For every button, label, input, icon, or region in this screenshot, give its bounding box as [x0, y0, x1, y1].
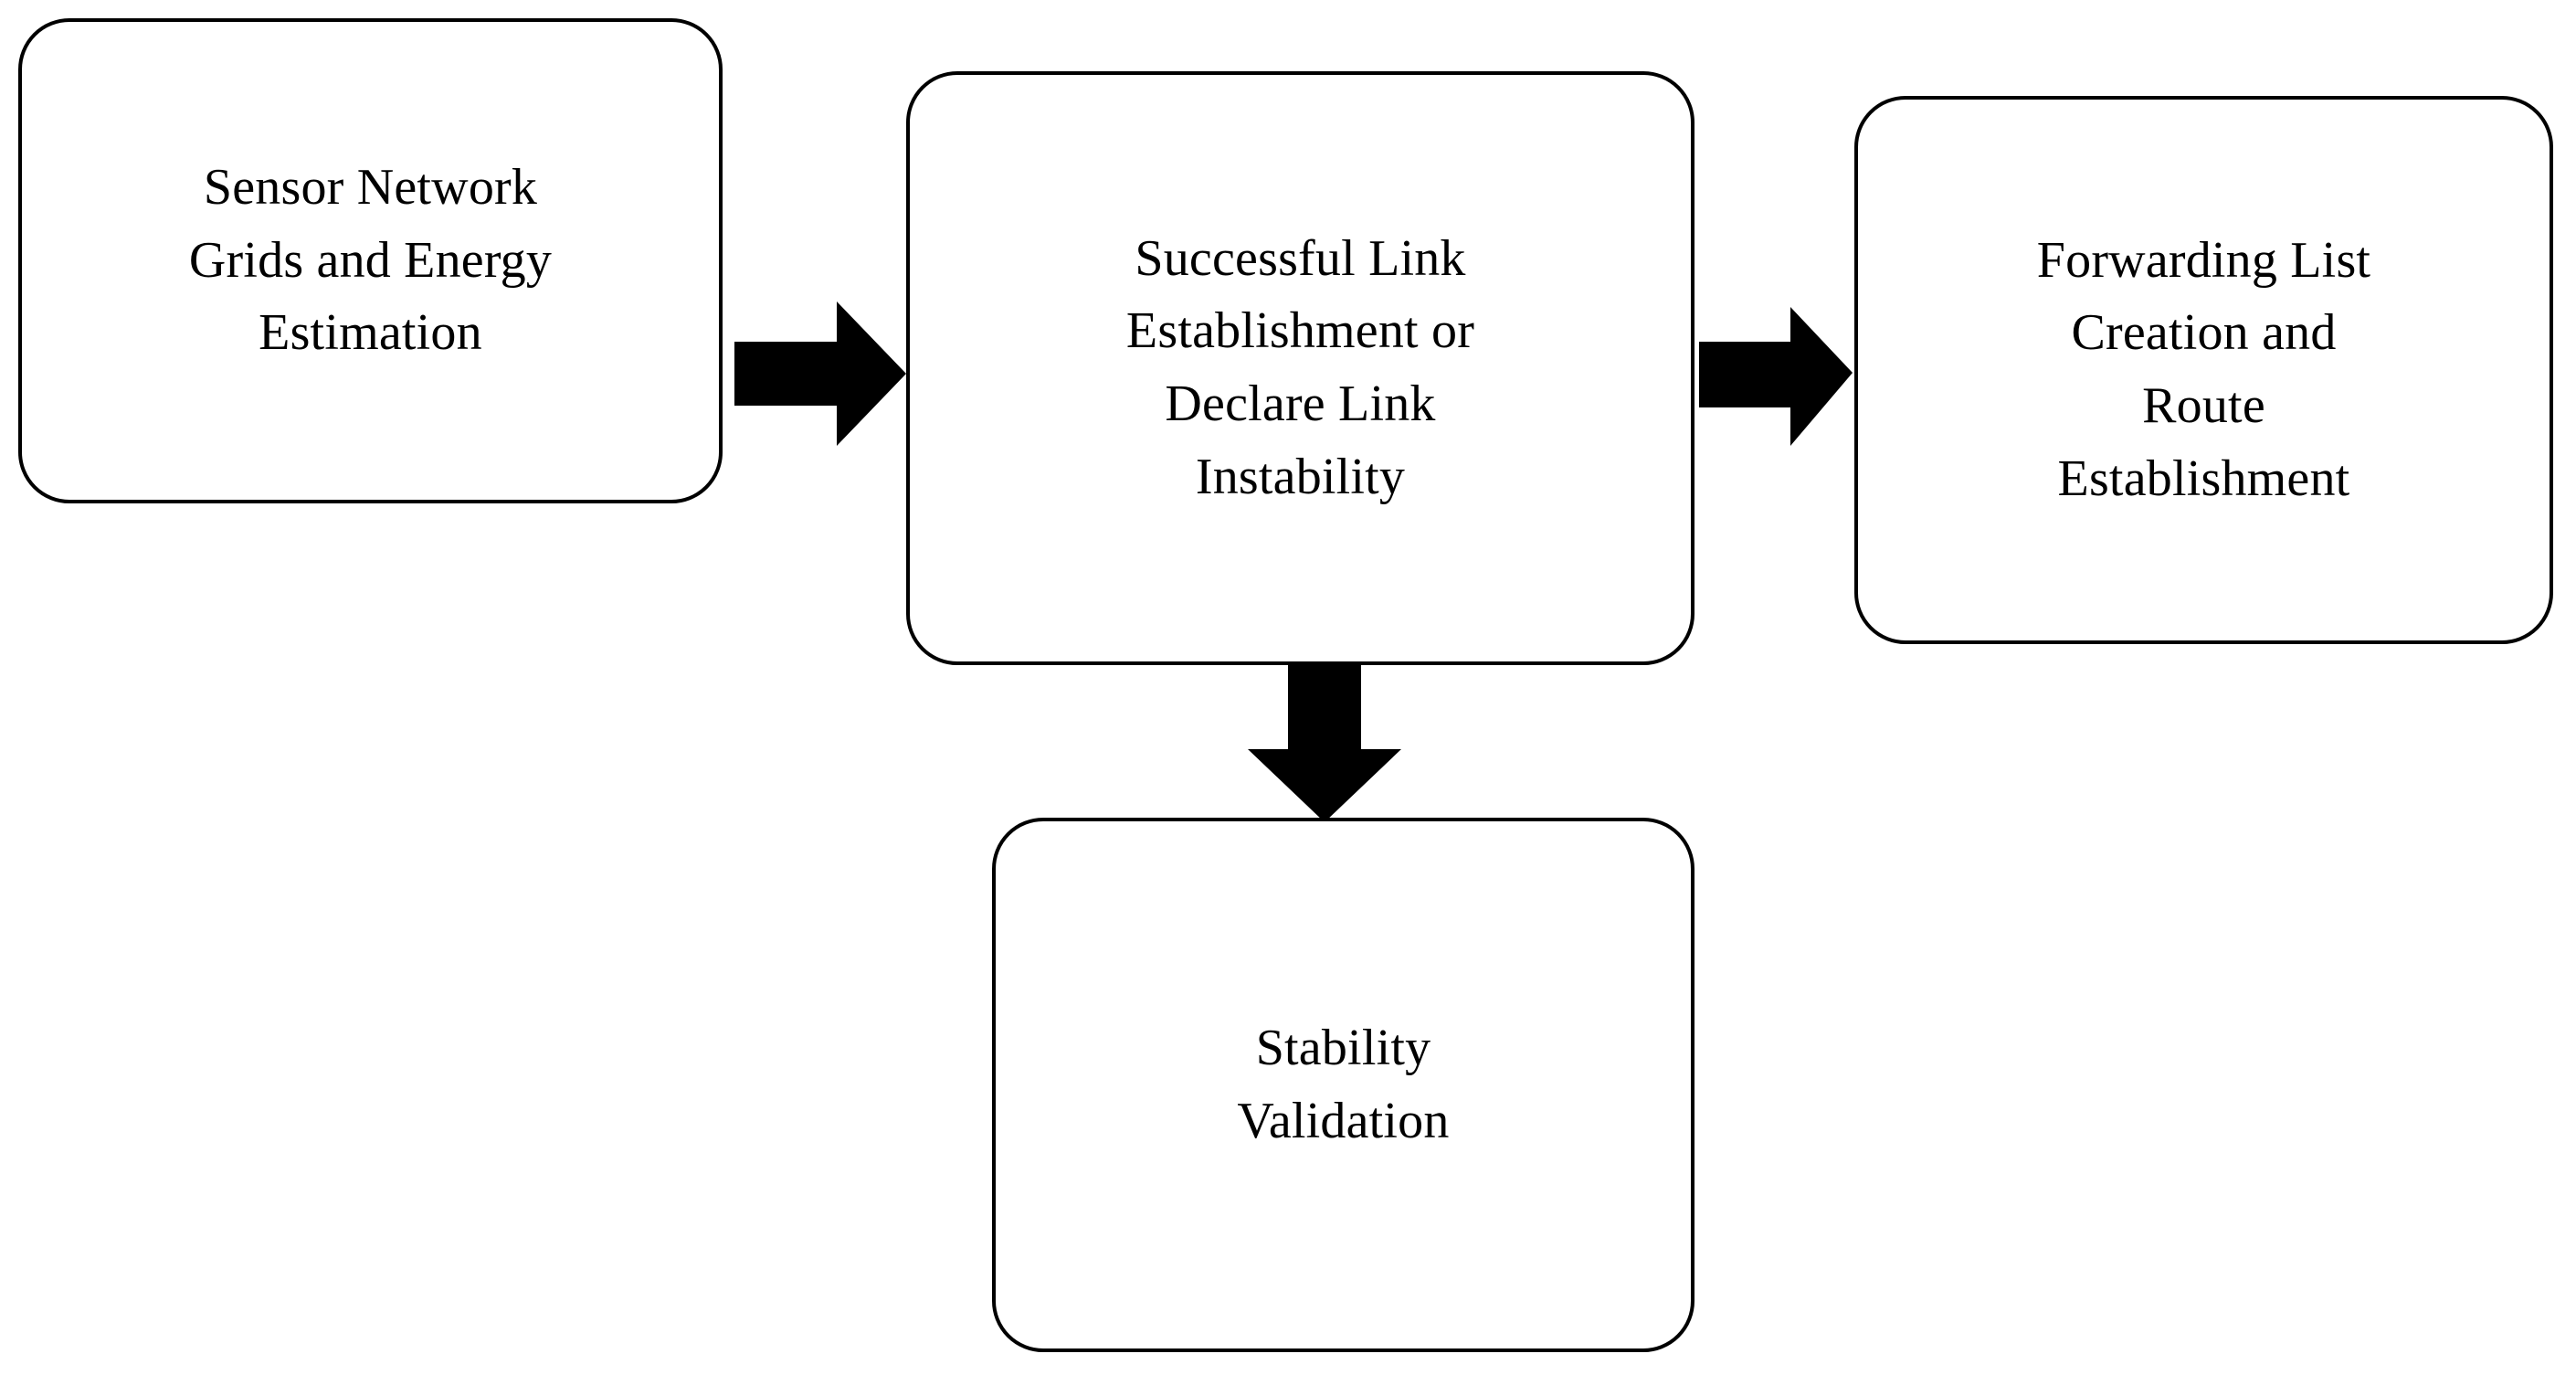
node-stability-validation[interactable]: Stability Validation	[992, 818, 1694, 1352]
arrow-right-icon-sensor-to-link	[734, 301, 906, 446]
node-label: Forwarding List Creation and Route Estab…	[2036, 231, 2371, 507]
arrow-down-icon-link-to-stability	[1248, 663, 1401, 822]
node-successful-link-establishment-or-declare-link-instability[interactable]: Successful Link Establishment or Declare…	[906, 71, 1694, 665]
node-label: Stability Validation	[1237, 1019, 1450, 1149]
node-label: Sensor Network Grids and Energy Estimati…	[188, 159, 553, 362]
arrow-right-icon-link-to-forwarding	[1699, 307, 1853, 446]
node-sensor-network-grids-and-energy-estimation[interactable]: Sensor Network Grids and Energy Estimati…	[18, 18, 723, 503]
node-label: Successful Link Establishment or Declare…	[1125, 229, 1475, 505]
node-forwarding-list-creation-and-route-establishment[interactable]: Forwarding List Creation and Route Estab…	[1854, 96, 2553, 644]
